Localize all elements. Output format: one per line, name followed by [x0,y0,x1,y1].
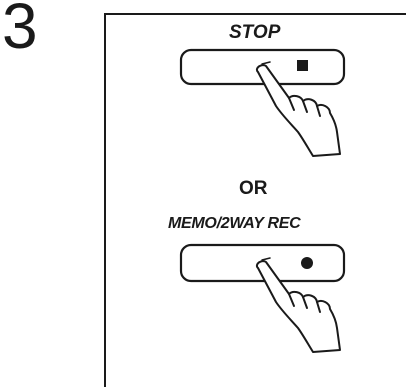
record-dot-icon [301,257,313,269]
button-illustrations [0,0,417,375]
stop-square-icon [297,60,308,71]
